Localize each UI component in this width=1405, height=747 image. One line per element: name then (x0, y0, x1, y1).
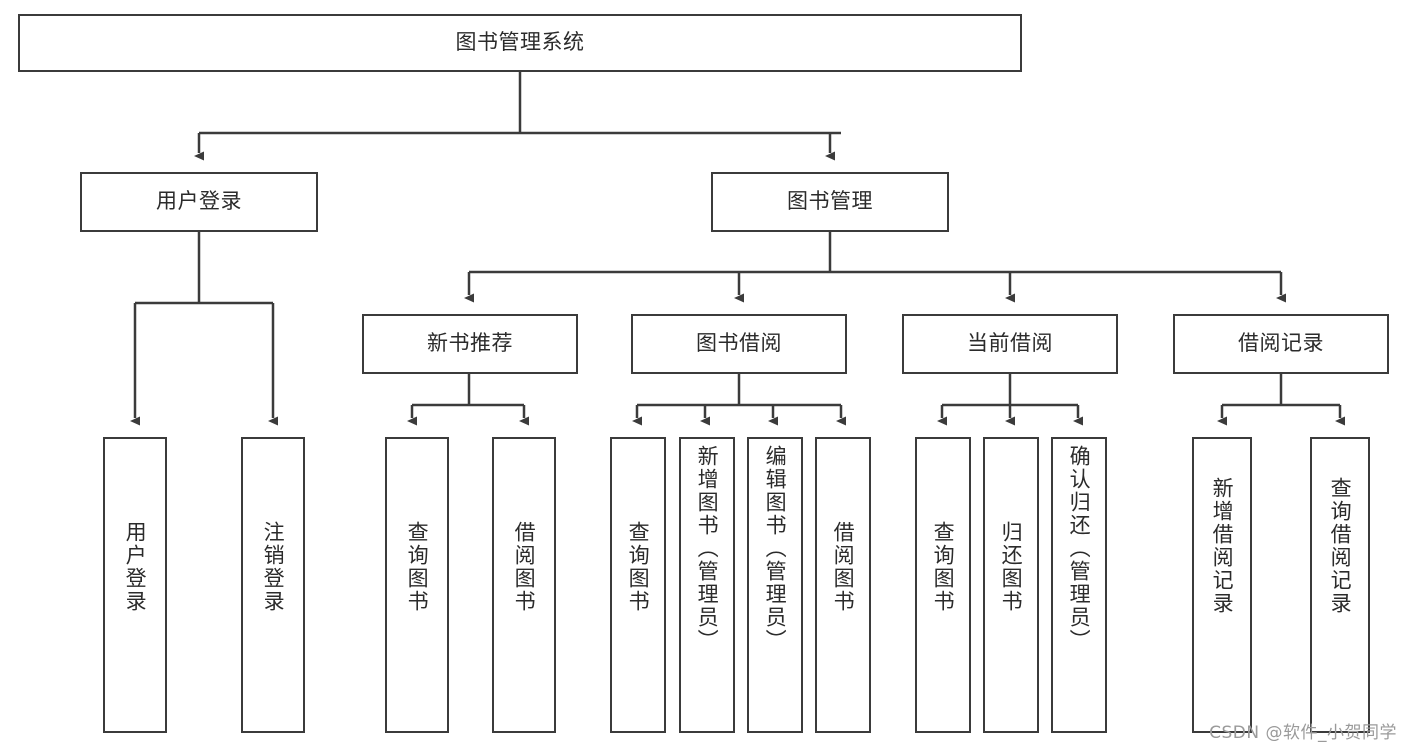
node-leaf-query-book-1[interactable]: 查询图书 (385, 437, 449, 733)
node-leaf-add-record[interactable]: 新增借阅记录 (1192, 437, 1252, 733)
node-current-borrow[interactable]: 当前借阅 (902, 314, 1118, 374)
node-new-book-recommend[interactable]: 新书推荐 (362, 314, 578, 374)
node-book-borrow-label: 图书借阅 (696, 331, 782, 356)
node-leaf-add-book[interactable]: 新增图书（管理员） (679, 437, 735, 733)
node-leaf-query-book-2[interactable]: 查询图书 (610, 437, 666, 733)
node-leaf-return-book-label: 归还图书 (999, 521, 1024, 613)
node-book-manage-label: 图书管理 (787, 189, 873, 214)
node-leaf-add-book-label: 新增图书（管理员） (695, 445, 720, 652)
node-leaf-query-book-3[interactable]: 查询图书 (915, 437, 971, 733)
node-leaf-query-book-2-label: 查询图书 (626, 521, 651, 613)
node-user-login[interactable]: 用户登录 (80, 172, 318, 232)
node-leaf-query-record-label: 查询借阅记录 (1328, 477, 1353, 615)
node-leaf-query-record[interactable]: 查询借阅记录 (1310, 437, 1370, 733)
node-leaf-user-login-label: 用户登录 (123, 521, 148, 613)
node-borrow-record-label: 借阅记录 (1238, 331, 1324, 356)
node-leaf-confirm-return[interactable]: 确认归还（管理员） (1051, 437, 1107, 733)
node-user-login-label: 用户登录 (156, 189, 242, 214)
node-root-label: 图书管理系统 (455, 30, 585, 55)
node-new-book-recommend-label: 新书推荐 (427, 331, 513, 356)
node-leaf-query-book-1-label: 查询图书 (405, 521, 430, 613)
node-leaf-borrow-book-2-label: 借阅图书 (831, 521, 856, 613)
node-leaf-confirm-return-label: 确认归还（管理员） (1067, 445, 1092, 652)
node-leaf-user-login[interactable]: 用户登录 (103, 437, 167, 733)
node-borrow-record[interactable]: 借阅记录 (1173, 314, 1389, 374)
node-leaf-user-logout-label: 注销登录 (261, 521, 286, 613)
node-root[interactable]: 图书管理系统 (18, 14, 1022, 72)
node-leaf-borrow-book-1-label: 借阅图书 (512, 521, 537, 613)
node-leaf-edit-book-label: 编辑图书（管理员） (763, 445, 788, 652)
node-book-borrow[interactable]: 图书借阅 (631, 314, 847, 374)
node-leaf-borrow-book-2[interactable]: 借阅图书 (815, 437, 871, 733)
node-leaf-borrow-book-1[interactable]: 借阅图书 (492, 437, 556, 733)
node-leaf-user-logout[interactable]: 注销登录 (241, 437, 305, 733)
node-leaf-return-book[interactable]: 归还图书 (983, 437, 1039, 733)
node-leaf-edit-book[interactable]: 编辑图书（管理员） (747, 437, 803, 733)
node-current-borrow-label: 当前借阅 (967, 331, 1053, 356)
node-leaf-query-book-3-label: 查询图书 (931, 521, 956, 613)
node-leaf-add-record-label: 新增借阅记录 (1210, 477, 1235, 615)
node-book-manage[interactable]: 图书管理 (711, 172, 949, 232)
